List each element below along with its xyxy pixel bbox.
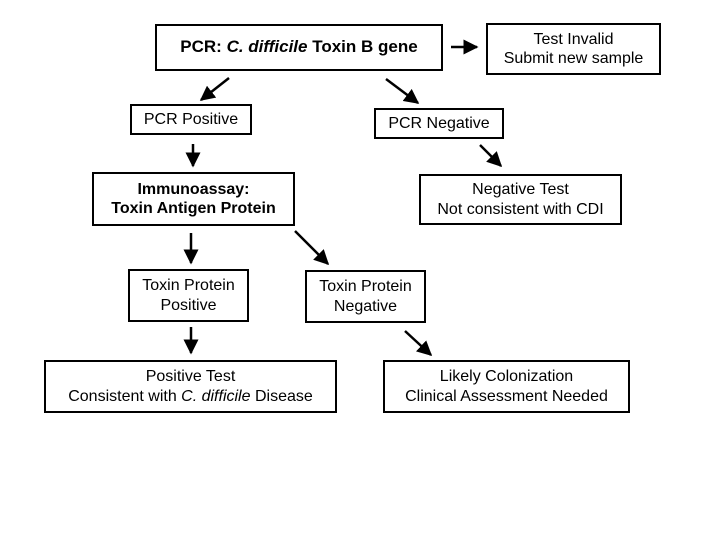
colonization-box: Likely Colonization Clinical Assessment …	[383, 360, 630, 413]
arrow-toxin-negative-to-colonization	[404, 330, 433, 357]
positive-test-organism: C. difficile	[181, 387, 251, 405]
colonization-line1: Likely Colonization	[439, 368, 574, 386]
toxin-negative-line2: Negative	[333, 297, 398, 315]
pcr-test-prefix: PCR:	[180, 37, 227, 57]
arrow-pcr-to-negative	[385, 78, 420, 104]
pcr-negative-box: PCR Negative	[374, 108, 504, 139]
colonization-line2: Clinical Assessment Needed	[405, 387, 608, 405]
negative-test-line2: Not consistent with CDI	[437, 200, 604, 218]
immunoassay-box: Immunoassay: Toxin Antigen Protein	[92, 172, 295, 226]
pcr-positive-box: PCR Positive	[130, 104, 252, 135]
pcr-test-organism: C. difficile	[226, 37, 308, 57]
positive-test-box: Positive Test Consistent with C. diffici…	[44, 360, 337, 413]
arrow-pcr-to-positive	[199, 77, 230, 101]
pcr-test-suffix: Toxin B gene	[307, 37, 418, 57]
toxin-positive-line1: Toxin Protein	[142, 277, 235, 295]
positive-test-line1: Positive Test	[145, 368, 236, 386]
test-invalid-line1: Test Invalid	[533, 30, 614, 48]
toxin-negative-line1: Toxin Protein	[319, 278, 412, 296]
negative-test-line1: Negative Test	[472, 181, 569, 199]
pcr-test-box: PCR: C. difficile Toxin B gene	[155, 24, 443, 71]
toxin-positive-box: Toxin Protein Positive	[128, 269, 249, 322]
positive-test-line2-suffix: Disease	[250, 387, 313, 405]
toxin-positive-line2: Positive	[160, 296, 217, 314]
arrow-immunoassay-to-toxin-negative	[294, 230, 330, 266]
test-invalid-line2: Submit new sample	[503, 50, 644, 67]
pcr-negative-label: PCR Negative	[388, 114, 490, 132]
test-invalid-box: Test Invalid Submit new sample	[486, 23, 661, 75]
immunoassay-line1: Immunoassay:	[137, 180, 250, 198]
negative-test-box: Negative Test Not consistent with CDI	[419, 174, 622, 225]
pcr-positive-label: PCR Positive	[143, 110, 239, 128]
positive-test-line2-prefix: Consistent with	[68, 387, 182, 405]
immunoassay-line2: Toxin Antigen Protein	[111, 200, 276, 217]
toxin-negative-box: Toxin Protein Negative	[305, 270, 426, 323]
arrow-negative-to-negative-test	[479, 144, 503, 168]
